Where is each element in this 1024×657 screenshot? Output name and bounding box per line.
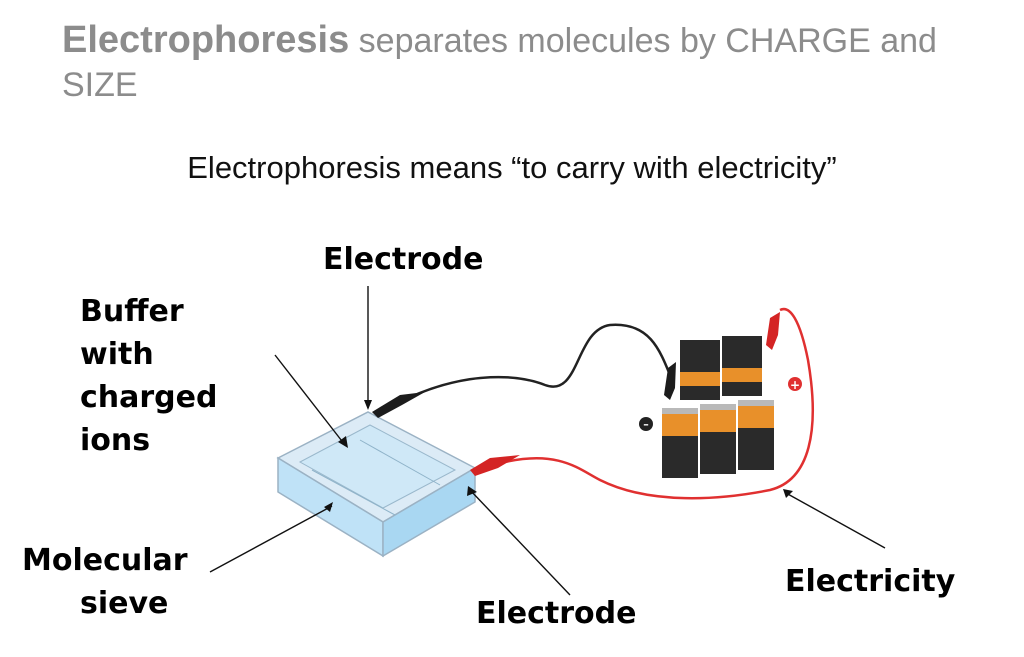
label-electrode-bottom: Electrode — [476, 596, 637, 631]
label-buffer-line4: ions — [80, 423, 151, 458]
label-buffer-line1: Buffer — [80, 294, 184, 329]
svg-text:–: – — [643, 418, 649, 431]
battery-pack — [662, 336, 774, 478]
positive-terminal-icon — [788, 377, 802, 391]
slide-title-bold: Electrophoresis — [62, 19, 350, 61]
pointer-electricity — [785, 492, 886, 549]
black-clip — [372, 392, 425, 418]
label-molecular-line2: sieve — [80, 586, 169, 621]
red-clip — [470, 455, 520, 476]
pointer-molecular-sieve — [209, 505, 333, 573]
label-electricity: Electricity — [785, 564, 956, 599]
negative-terminal-icon — [639, 417, 653, 431]
slide-title-rest: separates molecules by CHARGE and SIZE — [62, 22, 937, 104]
pointer-electrode-bottom — [469, 489, 571, 596]
red-wire — [504, 307, 814, 500]
pointer-buffer — [274, 354, 346, 446]
label-electrode-top: Electrode — [323, 242, 484, 277]
black-wire — [407, 323, 674, 400]
label-buffer-line3: charged — [80, 380, 218, 415]
gel-box — [276, 411, 477, 558]
positive-symbol: + — [790, 378, 800, 392]
top-right-red-clip — [766, 312, 780, 350]
slide-subtitle: Electrophoresis means “to carry with ele… — [187, 150, 837, 185]
battery-black-clip — [664, 362, 676, 400]
label-molecular-line1: Molecular — [22, 543, 188, 578]
label-buffer-line2: with — [80, 337, 154, 372]
slide-title: Electrophoresis separates molecules by C… — [62, 18, 962, 107]
